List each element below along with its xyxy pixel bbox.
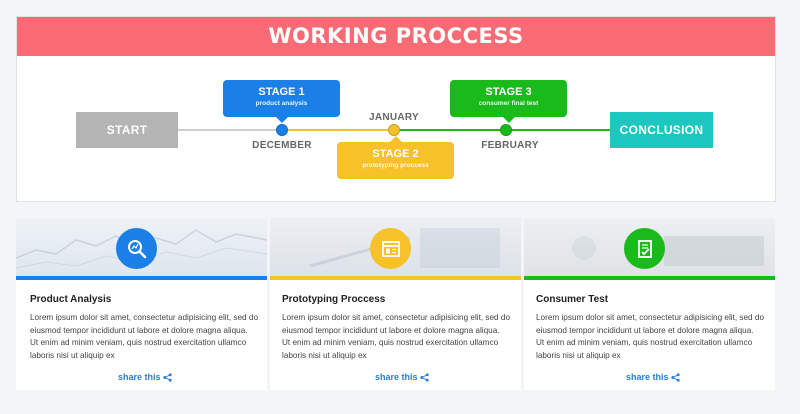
stage-1-callout: STAGE 1 product analysis <box>223 80 340 123</box>
share-label: share this <box>626 372 669 382</box>
share-label: share this <box>375 372 418 382</box>
card-header-image <box>524 218 775 276</box>
share-icon <box>162 372 172 382</box>
stage-3-title: STAGE 3 <box>485 86 532 98</box>
card-title: Consumer Test <box>536 294 609 305</box>
stage-3-callout: STAGE 3 consumer final test <box>450 80 567 123</box>
stage-3-dot <box>500 124 512 136</box>
callout-pointer <box>276 117 288 123</box>
stage-3-desc: consumer final test <box>478 100 539 107</box>
card-body: Lorem ipsum dolor sit amet, consectetur … <box>282 313 510 360</box>
timeline-segment-gray <box>178 129 282 131</box>
checklist-document-icon <box>624 228 665 269</box>
card-prototyping-process: Prototyping Proccess Lorem ipsum dolor s… <box>270 218 521 390</box>
desk-background-image <box>309 228 500 268</box>
stage-1-title: STAGE 1 <box>258 86 305 98</box>
callout-pointer <box>390 136 402 142</box>
start-box: START <box>76 112 178 148</box>
timeline-segment-green <box>506 129 610 131</box>
conclusion-box: CONCLUSION <box>610 112 713 148</box>
card-body: Lorem ipsum dolor sit amet, consectetur … <box>30 313 258 360</box>
card-body: Lorem ipsum dolor sit amet, consectetur … <box>536 313 764 360</box>
keyboard-background-image <box>572 236 764 266</box>
card-header-image <box>16 218 267 276</box>
share-icon <box>419 372 429 382</box>
share-label: share this <box>118 372 161 382</box>
stage-2-title: STAGE 2 <box>372 148 419 160</box>
timeline-segment-blue <box>282 129 394 131</box>
magnifier-chart-icon <box>116 228 157 269</box>
stage-1-desc: product analysis <box>255 100 308 107</box>
stage-2-desc: prototyping proccess <box>362 162 429 169</box>
callout-pointer <box>503 117 515 123</box>
page-title: WORKING PROCCESS <box>17 17 775 56</box>
stage-2-dot <box>388 124 400 136</box>
card-title: Product Analysis <box>30 294 112 305</box>
month-label-december: DECEMBER <box>252 140 312 151</box>
share-icon <box>670 372 680 382</box>
card-consumer-test: Consumer Test Lorem ipsum dolor sit amet… <box>524 218 775 390</box>
layout-window-icon <box>370 228 411 269</box>
share-link[interactable]: share this <box>375 372 429 382</box>
stage-1-dot <box>276 124 288 136</box>
share-link[interactable]: share this <box>118 372 172 382</box>
card-title: Prototyping Proccess <box>282 294 386 305</box>
stage-2-callout: STAGE 2 prototyping proccess <box>337 136 454 179</box>
share-link[interactable]: share this <box>626 372 680 382</box>
card-header-image <box>270 218 521 276</box>
card-accent-bar <box>16 276 267 280</box>
card-accent-bar <box>270 276 521 280</box>
month-label-january: JANUARY <box>368 112 420 123</box>
card-product-analysis: Product Analysis Lorem ipsum dolor sit a… <box>16 218 267 390</box>
month-label-february: FEBRUARY <box>481 140 539 151</box>
card-accent-bar <box>524 276 775 280</box>
timeline-segment-yellow-green <box>394 129 506 131</box>
